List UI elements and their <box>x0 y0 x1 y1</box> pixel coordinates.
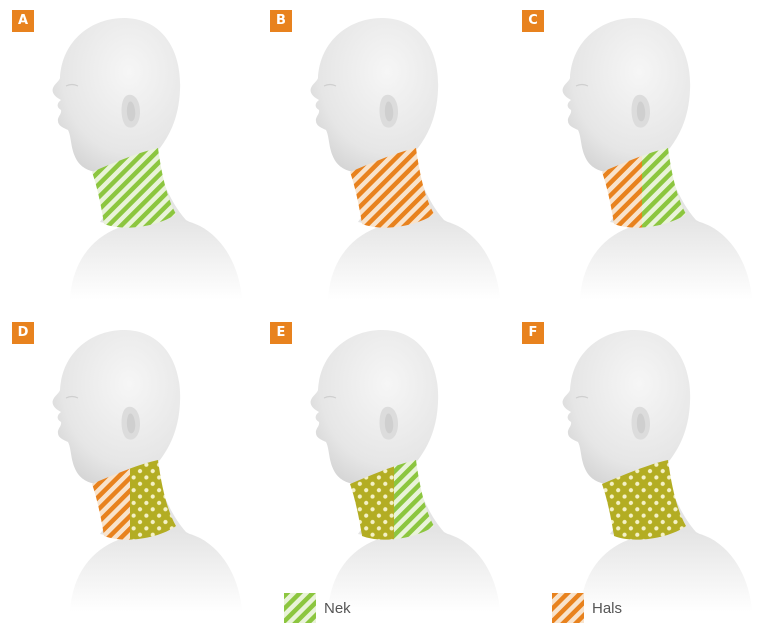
panel-e: E <box>258 312 512 612</box>
legend-item-hals: Hals <box>552 592 622 624</box>
head-neck-illustration <box>510 312 764 612</box>
panel-label-badge: A <box>12 10 34 32</box>
panel-label-badge: C <box>522 10 544 32</box>
panel-d: D <box>0 312 254 612</box>
head-neck-illustration <box>0 0 254 300</box>
legend-label-nek: Nek <box>324 600 351 617</box>
head-neck-illustration <box>258 0 512 300</box>
panel-f: F <box>510 312 764 612</box>
hals-swatch <box>552 593 584 623</box>
legend-label-hals: Hals <box>592 600 622 617</box>
head-neck-illustration <box>258 312 512 612</box>
panel-label-badge: F <box>522 322 544 344</box>
panel-label-badge: E <box>270 322 292 344</box>
nek-swatch <box>284 593 316 623</box>
panel-a: A <box>0 0 254 300</box>
legend-item-nek: Nek <box>284 592 351 624</box>
panel-c: C <box>510 0 764 300</box>
panel-label-badge: B <box>270 10 292 32</box>
head-neck-illustration <box>0 312 254 612</box>
head-neck-illustration <box>510 0 764 300</box>
panel-label-badge: D <box>12 322 34 344</box>
panel-b: B <box>258 0 512 300</box>
